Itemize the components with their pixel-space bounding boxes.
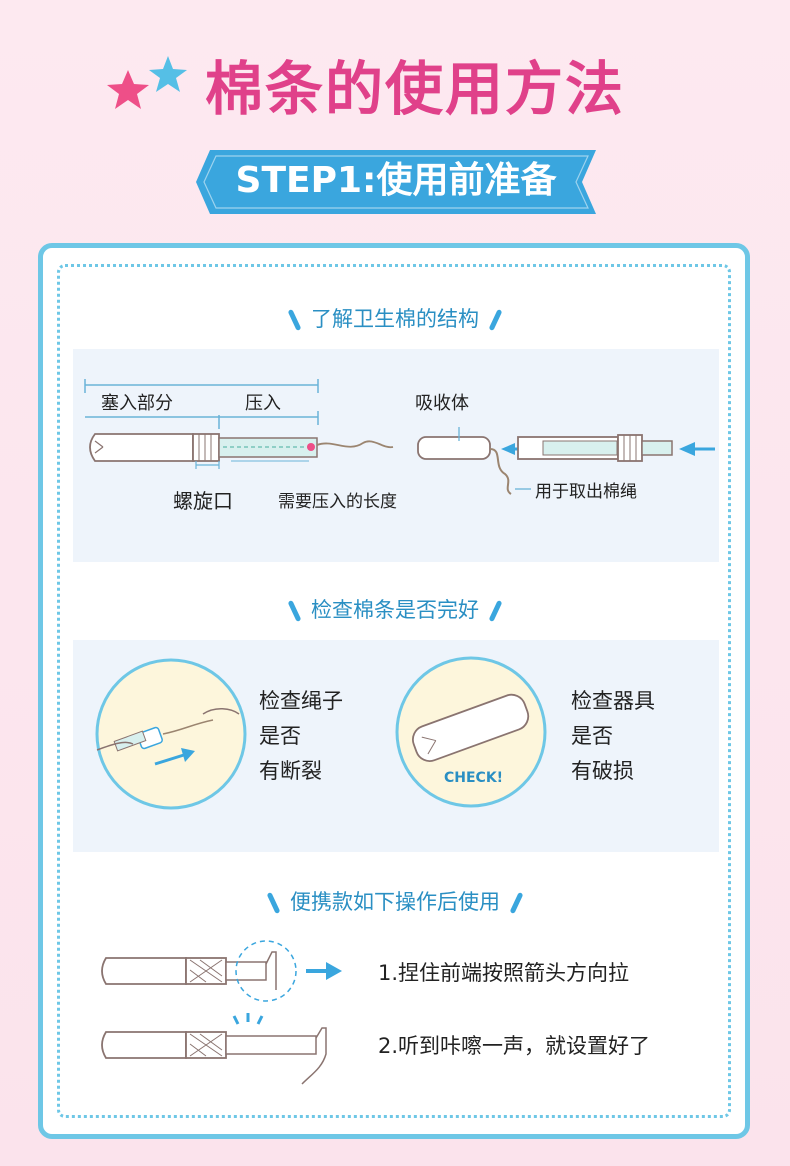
check-illustrations xyxy=(95,656,547,810)
check-device-line: 是否 xyxy=(571,724,613,748)
tampon-structure-diagram xyxy=(84,379,715,495)
check-device-text: 检查器具 是否 有破损 xyxy=(571,684,655,789)
slash-icon xyxy=(287,599,302,623)
step-banner: STEP1:使用前准备 xyxy=(196,150,596,214)
section-heading-portable: 便携款如下操作后使用 xyxy=(0,886,790,916)
section-heading-check: 检查棉条是否完好 xyxy=(0,594,790,624)
insert-part-label: 塞入部分 xyxy=(101,393,173,414)
portable-step2: 2.听到咔嚓一声，就设置好了 xyxy=(378,1034,651,1058)
check-panel: CHECK! 检查绳子 是否 有断裂 检查器具 是否 有破损 xyxy=(73,640,719,852)
spiral-mouth-label: 螺旋口 xyxy=(173,489,233,513)
string-use-label: 用于取出棉绳 xyxy=(535,482,637,502)
stars-icon xyxy=(107,56,187,109)
check-string-line: 有断裂 xyxy=(259,759,322,783)
section-heading-structure: 了解卫生棉的结构 xyxy=(0,303,790,333)
absorbent-label: 吸收体 xyxy=(415,393,469,414)
title-row: 棉条的使用方法 xyxy=(0,38,790,123)
page-title: 棉条的使用方法 xyxy=(205,55,626,123)
banner-shape xyxy=(196,150,596,214)
press-length-label: 需要压入的长度 xyxy=(278,492,397,512)
check-badge: CHECK! xyxy=(444,770,504,786)
step-label: STEP1:使用前准备 xyxy=(235,160,557,201)
slash-icon xyxy=(488,599,503,623)
check-device-line: 有破损 xyxy=(571,759,634,783)
portable-applicator-diagram xyxy=(101,940,342,1085)
portable-step1: 1.捏住前端按照箭头方向拉 xyxy=(378,961,630,985)
slash-icon xyxy=(509,891,524,915)
check-string-line: 是否 xyxy=(259,724,301,748)
slash-icon xyxy=(488,308,503,332)
card-dotted-border xyxy=(57,264,731,1118)
section-heading-text: 检查棉条是否完好 xyxy=(311,598,479,622)
slash-icon xyxy=(287,308,302,332)
slash-icon xyxy=(266,891,281,915)
structure-panel: 塞入部分 压入 吸收体 螺旋口 需要压入的长度 用于取出棉绳 xyxy=(73,349,719,562)
press-in-label: 压入 xyxy=(245,393,281,414)
section-heading-text: 便携款如下操作后使用 xyxy=(290,890,500,914)
section-heading-text: 了解卫生棉的结构 xyxy=(311,307,479,331)
check-string-text: 检查绳子 是否 有断裂 xyxy=(259,684,343,789)
check-device-line: 检查器具 xyxy=(571,689,655,713)
check-string-line: 检查绳子 xyxy=(259,689,343,713)
